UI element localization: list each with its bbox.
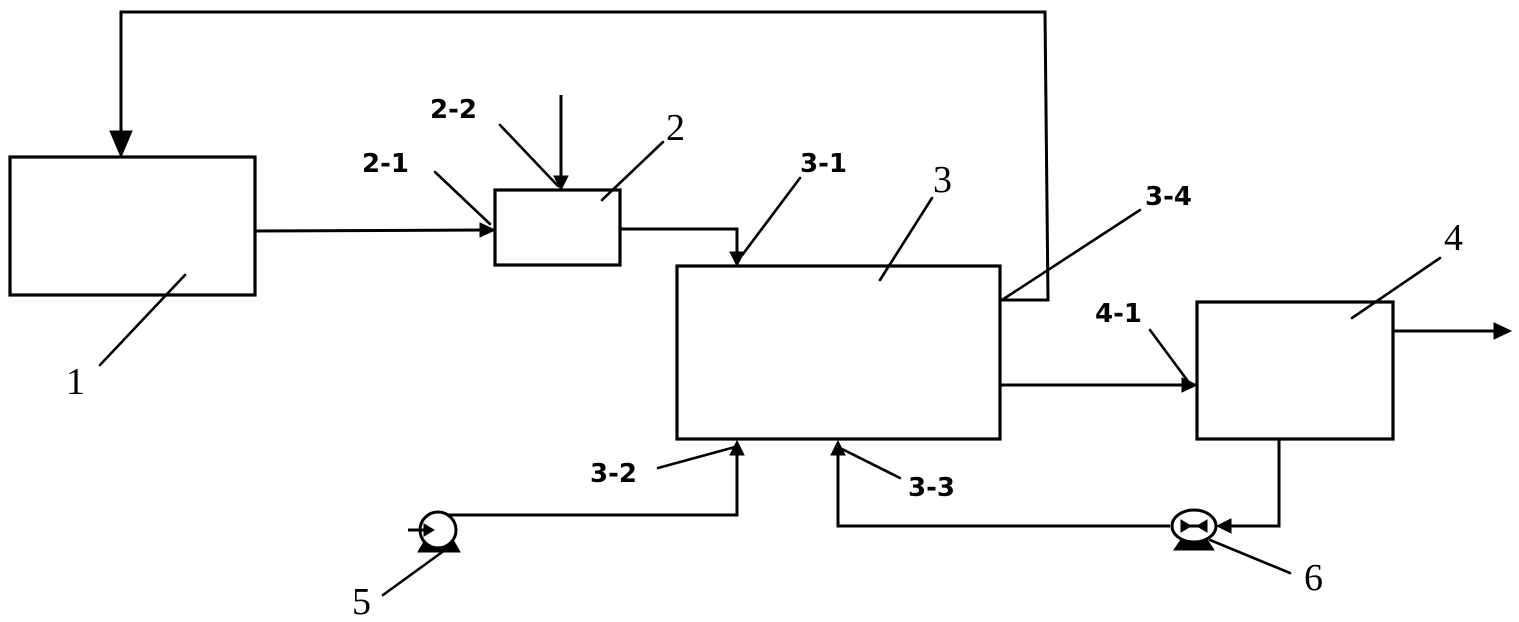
unit-1-box[interactable] bbox=[8, 155, 257, 297]
leader-port-3-2 bbox=[656, 445, 737, 470]
label-port-3-1: 3-1 bbox=[800, 149, 847, 179]
pump-5-inlet-arrowhead bbox=[423, 523, 435, 537]
leader-unit-3 bbox=[878, 196, 934, 282]
label-unit-2: 2 bbox=[666, 107, 685, 149]
line-pump-6-to-port-3-3 bbox=[836, 452, 1170, 528]
line-pump-5-to-port-3-2 bbox=[440, 452, 739, 517]
label-port-2-2: 2-2 bbox=[430, 95, 477, 125]
leader-unit-2 bbox=[600, 140, 665, 202]
line-unit-4-to-pump-6 bbox=[1225, 439, 1281, 528]
leader-port-3-4 bbox=[1000, 208, 1142, 302]
outlet-arrowhead bbox=[1493, 322, 1513, 340]
leader-unit-4 bbox=[1350, 256, 1442, 320]
label-port-3-4: 3-4 bbox=[1145, 182, 1192, 212]
pump-5[interactable] bbox=[408, 510, 461, 553]
unit-3-box[interactable] bbox=[675, 264, 1002, 441]
unit-2-box[interactable] bbox=[493, 188, 622, 267]
label-port-3-3: 3-3 bbox=[908, 473, 955, 503]
leader-port-2-1 bbox=[433, 170, 492, 226]
leader-port-3-1 bbox=[735, 176, 802, 264]
leader-port-3-3 bbox=[838, 446, 902, 480]
leader-pump-6 bbox=[1208, 538, 1292, 575]
label-port-2-1: 2-1 bbox=[362, 149, 409, 179]
line-unit-1-to-port-2-1 bbox=[254, 228, 485, 233]
pump-6-inlet-arrowhead bbox=[1215, 518, 1232, 534]
recycle-line-3-4-to-unit-1 bbox=[119, 10, 1050, 302]
line-unit-2-to-port-3-1 bbox=[620, 227, 739, 255]
unit-4-box[interactable] bbox=[1195, 300, 1395, 441]
port-2-2-arrowhead bbox=[553, 175, 569, 192]
label-port-4-1: 4-1 bbox=[1095, 299, 1142, 329]
leader-port-2-2 bbox=[498, 123, 560, 188]
label-unit-4: 4 bbox=[1444, 217, 1463, 259]
port-2-1-arrowhead bbox=[479, 222, 497, 238]
leader-unit-1 bbox=[98, 273, 187, 367]
label-pump-5: 5 bbox=[352, 581, 371, 622]
label-port-3-2: 3-2 bbox=[590, 459, 637, 489]
label-pump-6: 6 bbox=[1304, 557, 1323, 599]
label-unit-3: 3 bbox=[933, 159, 952, 201]
label-unit-1: 1 bbox=[66, 361, 85, 403]
leader-port-4-1 bbox=[1148, 328, 1192, 386]
pump-6[interactable] bbox=[1170, 508, 1218, 551]
pump-6-impeller-right bbox=[1196, 519, 1208, 533]
pump-6-impeller-left bbox=[1180, 519, 1192, 533]
recycle-arrowhead bbox=[109, 130, 133, 159]
leader-pump-5 bbox=[381, 548, 447, 597]
